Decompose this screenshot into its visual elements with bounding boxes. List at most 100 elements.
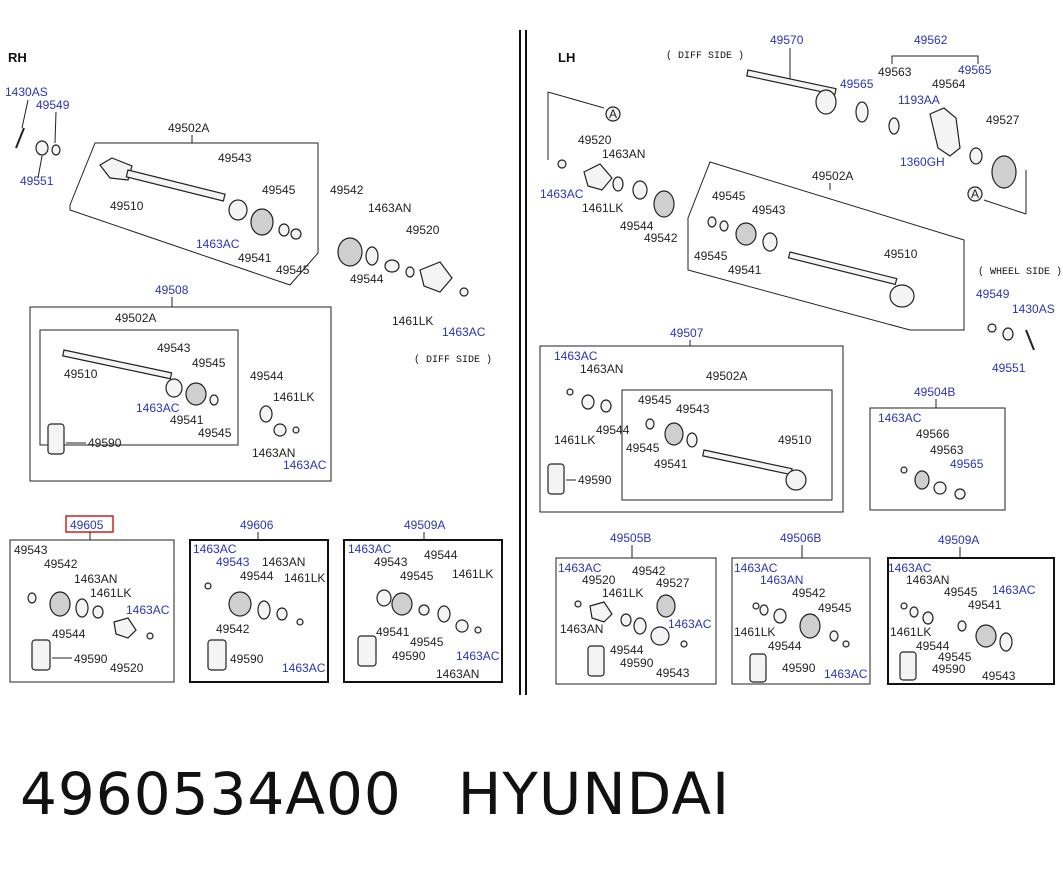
callout-49551[interactable]: 49551 (20, 174, 54, 188)
svg-text:1463AC[interactable]: 1463AC (878, 411, 922, 425)
svg-text:49590: 49590 (74, 652, 108, 666)
svg-text:1463AC[interactable]: 1463AC (668, 617, 712, 631)
svg-text:1463AC[interactable]: 1463AC (136, 401, 180, 415)
callout-1463ac-b[interactable]: 1463AC (442, 325, 486, 339)
svg-text:49542: 49542 (632, 564, 666, 578)
svg-text:49543[interactable]: 49543 (216, 555, 250, 569)
marker-a-bottom (967, 186, 983, 202)
kit-49605: 49605 49543 49542 1463AN 1461LK 1463AC 4… (9, 515, 175, 683)
svg-text:1463AN: 1463AN (602, 147, 645, 161)
svg-text:1461LK: 1461LK (582, 201, 623, 215)
svg-text:49544: 49544 (620, 219, 654, 233)
svg-text:49542: 49542 (44, 557, 78, 571)
svg-text:1463AC[interactable]: 1463AC (126, 603, 170, 617)
svg-text:49544: 49544 (250, 369, 284, 383)
svg-text:1463AC[interactable]: 1463AC (888, 561, 932, 575)
svg-text:49565[interactable]: 49565 (840, 77, 874, 91)
kit-49606-title[interactable]: 49606 (240, 518, 274, 532)
svg-text:49545: 49545 (626, 441, 660, 455)
kit-49605-title[interactable]: 49605 (70, 518, 104, 532)
rh-header: RH (8, 50, 27, 65)
svg-text:1193AA[interactable]: 1193AA (898, 93, 940, 107)
svg-text:1463AC[interactable]: 1463AC (193, 542, 237, 556)
lh-label-49502a: 49502A (812, 169, 853, 183)
svg-text:49545: 49545 (694, 249, 728, 263)
kit-49606: 49606 1463AC 49543 1463AN 49544 1461LK 4… (189, 518, 329, 683)
part-number: 4960534A00 (20, 760, 402, 828)
svg-text:1463AC[interactable]: 1463AC (558, 561, 602, 575)
callout-49570[interactable]: 49570 (770, 33, 804, 47)
svg-text:1463AC[interactable]: 1463AC (456, 649, 500, 663)
callout-1463ac[interactable]: 1463AC (196, 237, 240, 251)
brand-name: HYUNDAI (457, 760, 731, 828)
svg-text:1461LK: 1461LK (90, 586, 131, 600)
svg-text:1461LK: 1461LK (734, 625, 775, 639)
svg-text:49545: 49545 (712, 189, 746, 203)
svg-text:49590: 49590 (88, 436, 122, 450)
svg-text:49510: 49510 (64, 367, 98, 381)
kit-49509a-title[interactable]: 49509A (404, 518, 445, 532)
svg-text:49545: 49545 (944, 585, 978, 599)
callout-49562[interactable]: 49562 (914, 33, 948, 47)
svg-text:49520: 49520 (578, 133, 612, 147)
svg-text:49563: 49563 (930, 443, 964, 457)
kit-49509a-rh: 49509A 1463AC 49544 49543 49545 1461LK 4… (343, 518, 503, 683)
svg-text:49543: 49543 (374, 555, 408, 569)
svg-text:49541: 49541 (968, 598, 1002, 612)
svg-text:49544: 49544 (768, 639, 802, 653)
callout-49549[interactable]: 49549 (36, 98, 70, 112)
svg-text:49502A: 49502A (115, 311, 156, 325)
svg-text:49510: 49510 (884, 247, 918, 261)
svg-text:49543: 49543 (676, 402, 710, 416)
svg-text:49551[interactable]: 49551 (992, 361, 1026, 375)
svg-text:1463AN: 1463AN (906, 573, 949, 587)
label-49520: 49520 (406, 223, 440, 237)
kit-49507-title[interactable]: 49507 (670, 326, 704, 340)
svg-text:1430AS[interactable]: 1430AS (1012, 302, 1055, 316)
svg-text:49542: 49542 (216, 622, 250, 636)
svg-text:49565[interactable]: 49565 (950, 457, 984, 471)
callout-1430as[interactable]: 1430AS (5, 85, 48, 99)
svg-text:1463AC[interactable]: 1463AC (992, 583, 1036, 597)
svg-text:1463AN: 1463AN (560, 622, 603, 636)
svg-text:49590: 49590 (392, 649, 426, 663)
svg-text:1463AC[interactable]: 1463AC (540, 187, 584, 201)
svg-text:49590: 49590 (230, 652, 264, 666)
svg-text:49565[interactable]: 49565 (958, 63, 992, 77)
kit-49504b: 49504B 1463AC 49566 49563 49565 (869, 385, 1006, 511)
kit-49508-title[interactable]: 49508 (155, 283, 189, 297)
svg-text:49564: 49564 (932, 77, 966, 91)
svg-text:1463AC[interactable]: 1463AC (282, 661, 326, 675)
kit-49505b-title[interactable]: 49505B (610, 531, 651, 545)
kit-49509a-lh-title[interactable]: 49509A (938, 533, 979, 547)
svg-text:1463AC[interactable]: 1463AC (734, 561, 778, 575)
label-49544: 49544 (350, 272, 384, 286)
label-49502a: 49502A (168, 121, 209, 135)
svg-text:49542: 49542 (644, 231, 678, 245)
svg-text:49542: 49542 (792, 586, 826, 600)
kit-49509a-lh: 49509A 1463AC 1463AN 49545 1463AC 49541 … (887, 533, 1055, 685)
svg-text:1360GH[interactable]: 1360GH (900, 155, 945, 169)
svg-text:49590: 49590 (782, 661, 816, 675)
svg-text:49520: 49520 (110, 661, 144, 675)
svg-text:1463AC[interactable]: 1463AC (824, 667, 868, 681)
svg-text:1463AN: 1463AN (436, 667, 479, 681)
svg-text:49527: 49527 (656, 576, 690, 590)
svg-text:49544: 49544 (52, 627, 86, 641)
svg-text:1461LK: 1461LK (890, 625, 931, 639)
svg-text:49549[interactable]: 49549 (976, 287, 1010, 301)
svg-text:49566: 49566 (916, 427, 950, 441)
kit-49504b-title[interactable]: 49504B (914, 385, 955, 399)
svg-text:1463AN[interactable]: 1463AN (760, 573, 803, 587)
svg-text:1463AC[interactable]: 1463AC (554, 349, 598, 363)
label-49542: 49542 (330, 183, 364, 197)
svg-text:49545: 49545 (400, 569, 434, 583)
svg-text:1463AN: 1463AN (252, 446, 295, 460)
svg-text:1461LK: 1461LK (273, 390, 314, 404)
svg-text:1463AC[interactable]: 1463AC (283, 458, 327, 472)
svg-text:49590: 49590 (578, 473, 612, 487)
svg-text:1463AC[interactable]: 1463AC (348, 542, 392, 556)
kit-49506b-title[interactable]: 49506B (780, 531, 821, 545)
svg-text:49545: 49545 (198, 426, 232, 440)
